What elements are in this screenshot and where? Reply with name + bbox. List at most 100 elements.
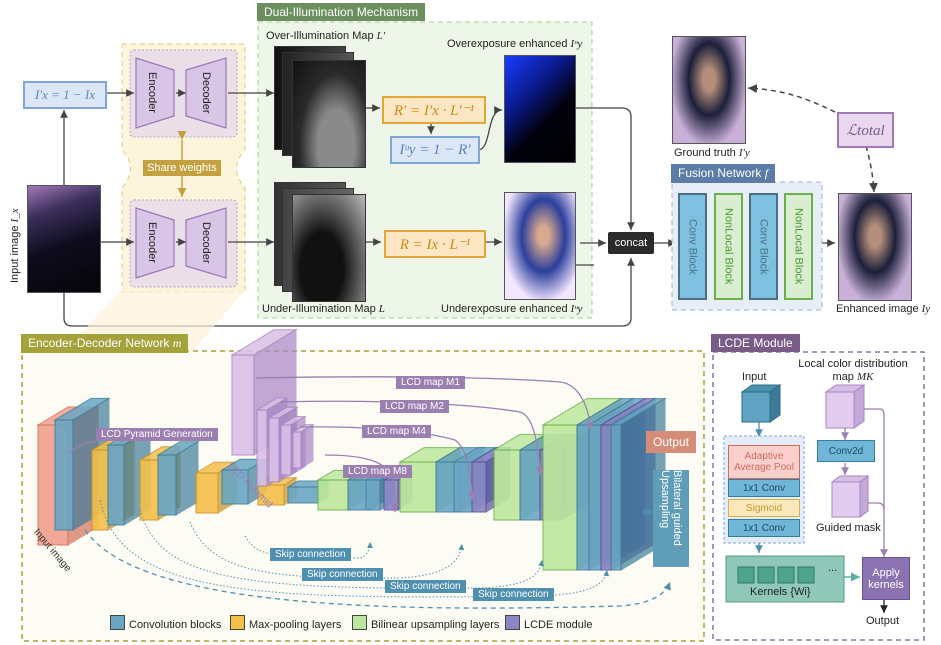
over-map-layer-3 [292, 60, 366, 168]
lcd-map-m2-tag: LCD map M2 [380, 400, 449, 413]
underexposure-enhanced-image [504, 192, 576, 300]
fusion-title-text: Fusion Network [678, 166, 762, 180]
lcd-pyramid-generation-tag: LCD Pyramid Generation [96, 428, 218, 441]
inverse-equation: I′x = 1 − Ix [34, 87, 96, 102]
fusion-nonlocal-block-1: NonLocal Block [714, 193, 743, 300]
encoder-top-label: Encoder [146, 72, 158, 113]
under-map-layer-3 [292, 194, 366, 302]
under-enhanced-label-sym: Iᵘy [570, 303, 583, 315]
under-map-label-text: Under-Illumination Map [262, 303, 376, 315]
conv-block-5 [156, 440, 200, 516]
input-image-label: Input image I_x [9, 193, 21, 283]
skip-connection-tag-4: Skip connection [473, 588, 554, 601]
loss-total: ℒtotal [846, 122, 885, 139]
kernel-cubes [737, 566, 815, 584]
guided-mask-label: Guided mask [816, 522, 881, 534]
over-enhanced-label: Overexposure enhanced Iᵒy [447, 38, 582, 50]
encdec-title-sym: m [172, 336, 182, 350]
kernels-label: Kernels {Wi} [750, 586, 811, 598]
under-enhanced-label-text: Underexposure enhanced [441, 303, 568, 315]
enhanced-label-text: Enhanced image [836, 303, 919, 315]
ground-truth-label-text: Ground truth [674, 147, 736, 159]
overexposure-enhanced-image [504, 55, 576, 163]
lcde-input-cube [741, 391, 771, 423]
bilateral-guided-upsampling-box: Bilateral guided Upsampling [653, 470, 689, 567]
encdec-canvas [21, 290, 705, 642]
conv1x1-a-box: 1x1 Conv [728, 479, 800, 497]
encoder-shape-bottom [135, 207, 175, 279]
legend-lcde: LCDE module [505, 615, 592, 631]
inverse-equation-box: I′x = 1 − Ix [23, 81, 107, 109]
legend-maxpool: Max-pooling layers [230, 615, 341, 631]
encoder-bottom-label: Encoder [146, 222, 158, 263]
fusion-conv-block-1: Conv Block [678, 193, 707, 300]
loss-total-box: ℒtotal [837, 112, 894, 148]
fusion-title-sym: f [764, 166, 769, 180]
lcd-map-m4-tag: LCD map M4 [362, 425, 431, 438]
fusion-network-title: Fusion Network f [671, 164, 776, 183]
kernels-ellipsis: ... [828, 562, 838, 574]
decoder-shape-top [185, 57, 227, 129]
under-enhanced-label: Underexposure enhanced Iᵘy [441, 303, 582, 315]
sigmoid-box: Sigmoid [728, 499, 800, 517]
legend-maxpool-label: Max-pooling layers [249, 619, 342, 631]
lcde-module-title: LCDE Module [711, 334, 800, 352]
ground-truth-label-sym: I′y [738, 147, 750, 159]
r-equation-box: R = Ix · L⁻¹ [384, 230, 486, 258]
guided-mask-cube [831, 481, 861, 518]
lcd-map-cube [825, 391, 855, 429]
input-label-text: Input image [9, 225, 21, 283]
over-map-label: Over-Illumination Map L′ [266, 30, 385, 42]
encoder-decoder-bottom [135, 207, 227, 279]
lcd-map-m8-tag: LCD map M8 [343, 465, 412, 478]
iyu-over-equation-box: Iᵘy = 1 − R′ [390, 136, 480, 164]
lcd-map-label-sym: MK [856, 371, 874, 383]
ground-truth-image [672, 36, 746, 144]
skip-connection-tag-2: Skip connection [302, 568, 383, 581]
legend-swatch-bilinear [352, 615, 367, 630]
legend-convolution-label: Convolution blocks [129, 619, 222, 631]
lcd-map-label-text: Local color distribution map [798, 358, 908, 383]
enhanced-image [838, 193, 912, 301]
legend-swatch-convolution [110, 615, 125, 630]
over-enhanced-label-text: Overexposure enhanced [447, 38, 568, 50]
rprime-equation: R′ = I′x · L′⁻¹ [393, 102, 475, 119]
enhanced-image-label: Enhanced image Iy [836, 303, 930, 315]
decoder-bottom-label: Decoder [200, 221, 212, 264]
adaptive-average-pool-box: Adaptive Average Pool [728, 445, 800, 479]
over-enhanced-label-sym: Iᵒy [570, 38, 583, 50]
fusion-conv-block-2: Conv Block [749, 193, 778, 300]
encdec-title: Encoder-Decoder Network m [21, 334, 189, 353]
over-map-label-text: Over-Illumination Map [266, 30, 374, 42]
lcde-output-label: Output [866, 615, 900, 627]
under-map-label: Under-Illumination Map L [262, 303, 385, 315]
lcd-pyramid-layer-30 [291, 423, 315, 469]
share-weights-badge: Share weights [143, 160, 221, 176]
decoder-shape-bottom [185, 207, 227, 279]
input-image [27, 185, 101, 293]
input-label-sym: I_x [9, 208, 21, 223]
legend-swatch-maxpool [230, 615, 245, 630]
ground-truth-label: Ground truth I′y [674, 147, 750, 159]
apply-kernels-box: Apply kernels [862, 557, 910, 600]
dual-illumination-title: Dual-Illumination Mechanism [257, 3, 426, 21]
rprime-equation-box: R′ = I′x · L′⁻¹ [382, 96, 486, 124]
over-map-label-sym: L′ [376, 30, 386, 42]
fusion-nonlocal-block-2: NonLocal Block [784, 193, 813, 300]
enhanced-label-sym: Iy [921, 303, 931, 315]
skip-connection-tag-1: Skip connection [270, 548, 351, 561]
legend-convolution: Convolution blocks [110, 615, 221, 631]
skip-connection-tag-3: Skip connection [385, 580, 466, 593]
iyu-over-equation: Iᵘy = 1 − R′ [399, 141, 471, 158]
legend-lcde-label: LCDE module [524, 619, 593, 631]
conv2d-box: Conv2d [817, 440, 875, 462]
concat-node: concat [608, 232, 654, 254]
encoder-shape-top [135, 57, 175, 129]
r-equation: R = Ix · L⁻¹ [399, 236, 471, 253]
lcd-map-m1-tag: LCD map M1 [396, 376, 465, 389]
lcde-input-label: Input [742, 371, 767, 383]
legend-swatch-lcde [505, 615, 520, 630]
encoder-decoder-top [135, 57, 227, 129]
legend-bilinear: Bilinear upsampling layers [352, 615, 499, 631]
decoder-top-label: Decoder [200, 71, 212, 114]
